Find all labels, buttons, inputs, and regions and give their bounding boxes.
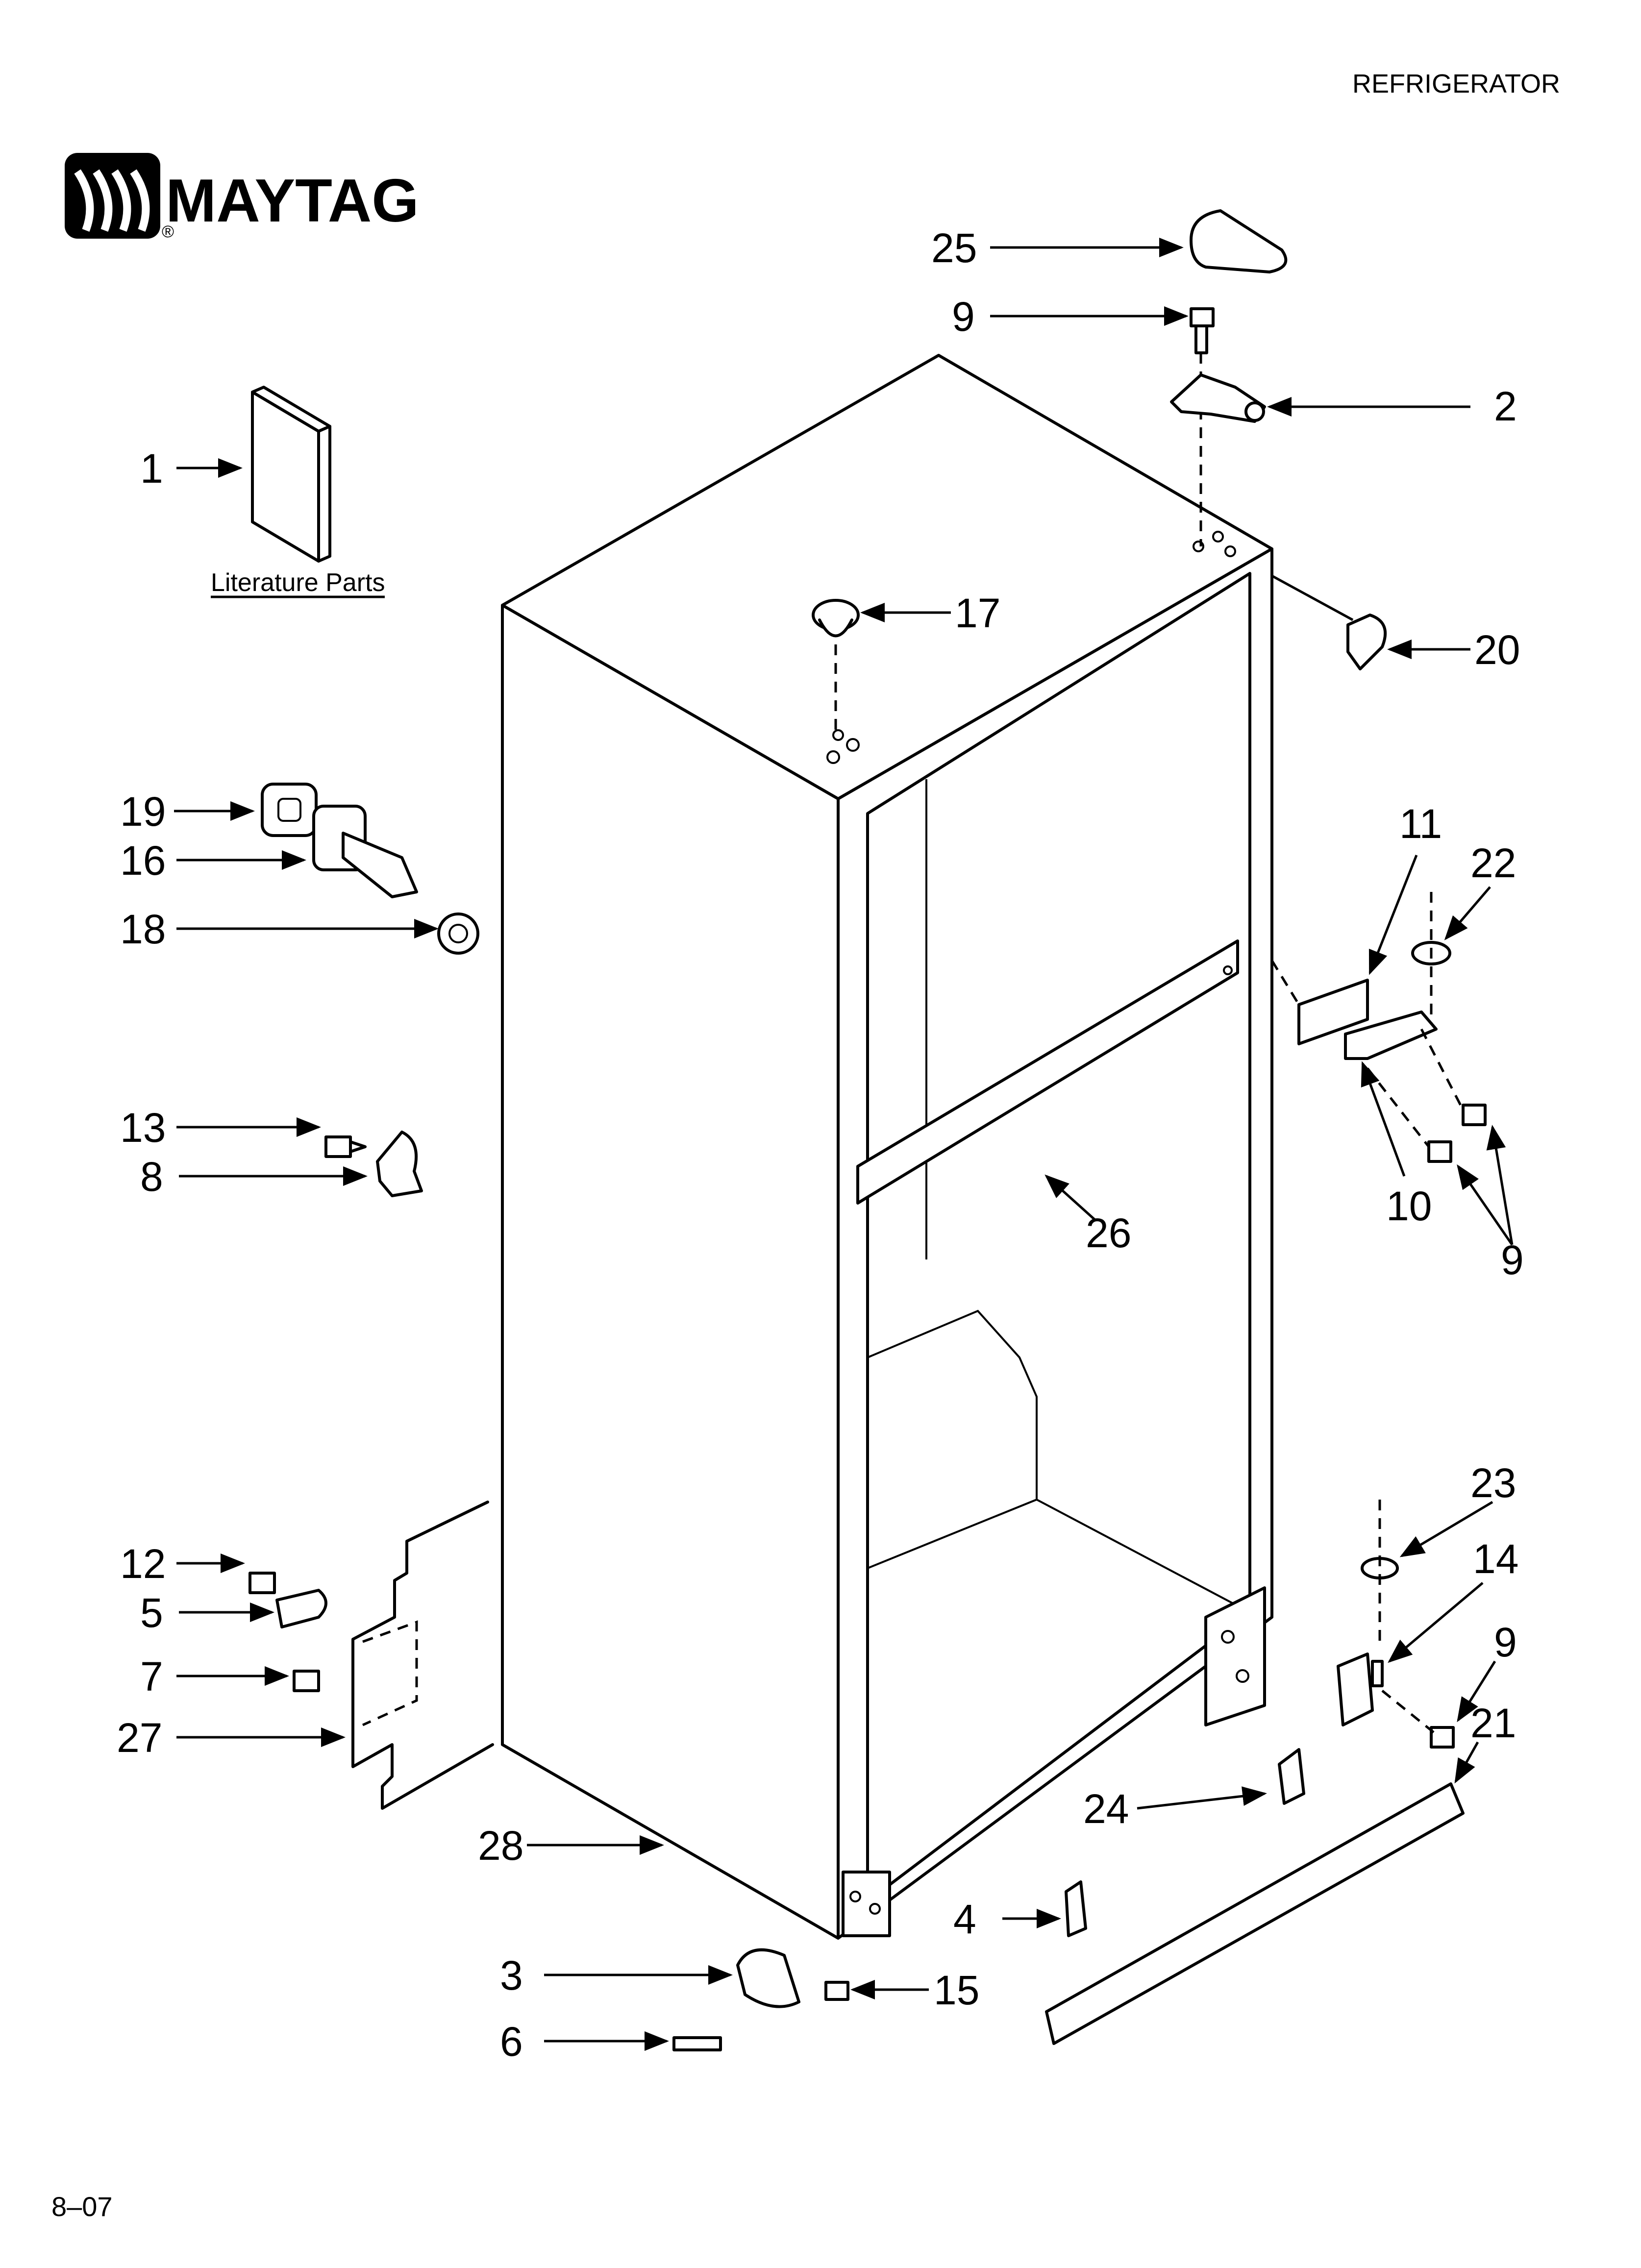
callout-8: 8 [140, 1154, 163, 1200]
callout-19: 19 [120, 789, 166, 835]
hinge-screw-9-top [1190, 307, 1215, 354]
callout-13: 13 [120, 1105, 166, 1151]
screw-7 [293, 1670, 320, 1692]
callout-28: 28 [478, 1823, 523, 1869]
callout-3: 3 [500, 1952, 523, 1998]
screw-15 [824, 1981, 849, 2001]
divider-rail [856, 939, 1239, 1205]
callout-11: 11 [1399, 801, 1442, 847]
callout-5: 5 [140, 1590, 163, 1636]
screw-12 [249, 1572, 276, 1594]
footer-code: 8–07 [51, 2191, 113, 2222]
callout-22: 22 [1470, 840, 1516, 886]
callout-4: 4 [953, 1896, 976, 1942]
hinge-cover-25 [1190, 209, 1288, 273]
section-title: REFRIGERATOR [1352, 69, 1560, 99]
screw-9-mid-b [1427, 1140, 1452, 1163]
callout-2: 2 [1494, 383, 1517, 429]
brand-logo: MAYTAG ® [65, 153, 419, 241]
callout-27: 27 [117, 1715, 162, 1761]
registered-mark: ® [162, 222, 174, 241]
screw-9-mid-a [1462, 1104, 1487, 1126]
callout-24: 24 [1083, 1786, 1129, 1832]
callout-15: 15 [934, 1967, 979, 2013]
callout-18: 18 [120, 906, 166, 952]
callout-7: 7 [140, 1653, 163, 1700]
refrigerator-cabinet [501, 354, 1273, 1940]
callout-9-top: 9 [952, 294, 975, 340]
toe-grille-21 [1045, 1782, 1465, 2045]
callout-14: 14 [1473, 1536, 1518, 1582]
callout-12: 12 [120, 1541, 166, 1587]
grille-clip-24 [1278, 1748, 1305, 1805]
center-hinge-10 [1344, 1011, 1438, 1060]
center-hinge-bracket-11 [1297, 979, 1369, 1045]
grille-clip-4 [1065, 1880, 1087, 1937]
clip-5 [275, 1589, 327, 1628]
literature-parts-label: Literature Parts [211, 568, 385, 597]
callout-16: 16 [120, 838, 166, 884]
drain-tube-16 [312, 805, 418, 898]
callout-20: 20 [1474, 627, 1520, 673]
callout-1: 1 [140, 445, 163, 492]
callout-25: 25 [931, 225, 977, 271]
pin-6 [672, 2036, 722, 2051]
callout-17: 17 [955, 590, 1000, 636]
callout-6: 6 [500, 2019, 523, 2065]
callout-9-mid: 9 [1501, 1237, 1524, 1283]
bottom-hinge-14 [1337, 1652, 1384, 1726]
top-plug-17 [812, 599, 860, 638]
grommet-19 [261, 783, 318, 837]
brand-name: MAYTAG [166, 167, 419, 235]
screw-9-low [1430, 1726, 1455, 1749]
callout-26: 26 [1086, 1210, 1131, 1256]
cabinet-side-bracket-27 [351, 1501, 494, 1810]
screw-13 [324, 1135, 367, 1158]
callout-9-low: 9 [1494, 1619, 1517, 1665]
literature-booklet [251, 386, 331, 563]
hinge-plug-20 [1346, 614, 1387, 670]
callout-10: 10 [1386, 1183, 1432, 1229]
callout-21: 21 [1470, 1700, 1516, 1746]
leveling-leg-3 [736, 1948, 800, 2008]
grommet-18 [437, 912, 479, 955]
door-stop-8 [376, 1131, 423, 1197]
callout-23: 23 [1470, 1460, 1516, 1506]
